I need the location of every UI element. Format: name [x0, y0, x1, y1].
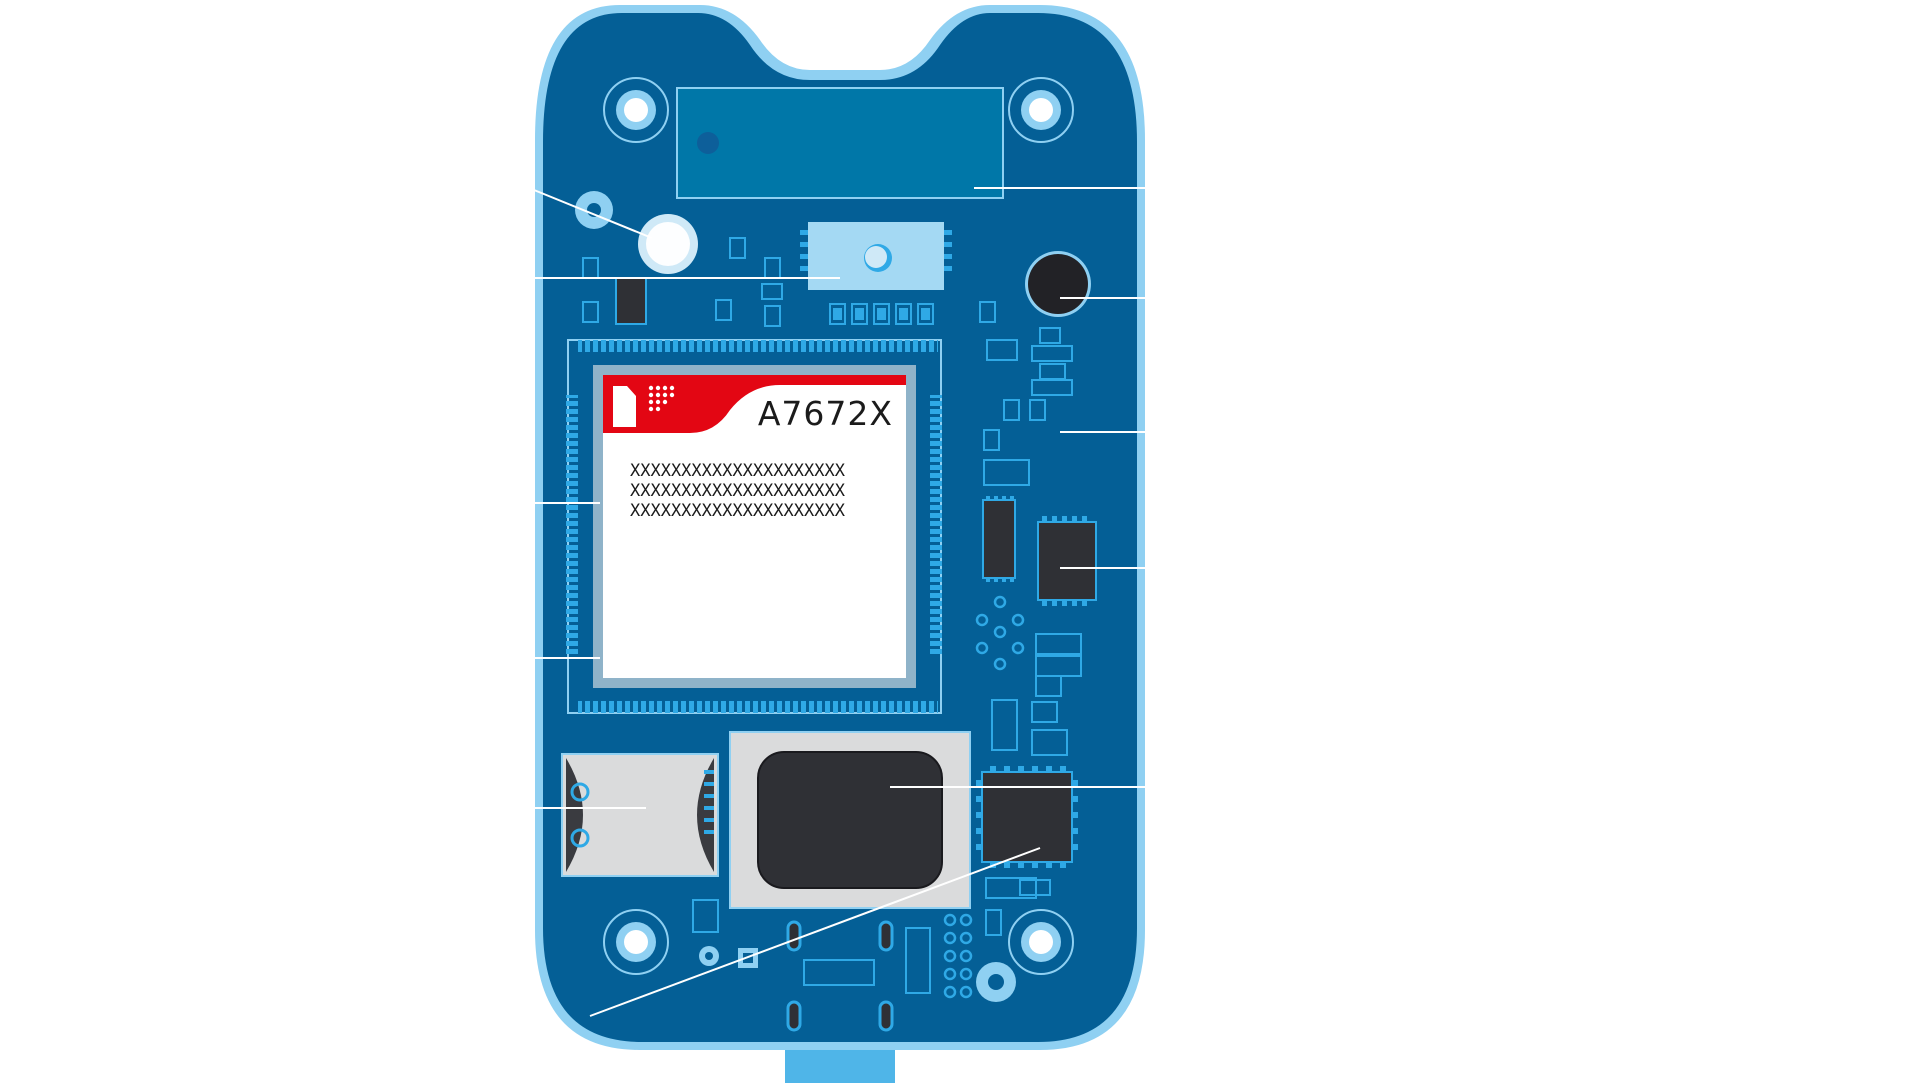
- via-cluster: [975, 595, 1025, 671]
- callout-lines: [533, 187, 1146, 1017]
- qfn-ic: [1037, 521, 1097, 601]
- mount-hole-icon: [603, 77, 669, 143]
- usb-connector-pads: [786, 920, 894, 1032]
- mount-hole-icon: [1008, 77, 1074, 143]
- mount-hole-icon: [603, 909, 669, 975]
- mount-hole-icon: [1008, 909, 1074, 975]
- module-brand-logo: [613, 385, 675, 427]
- module-pads-top: [566, 340, 942, 713]
- antenna-block: [676, 87, 1004, 199]
- sim-card-slot: [561, 753, 719, 877]
- antenna-feed-dot: [697, 132, 719, 154]
- qfn-ic-large: [981, 771, 1073, 863]
- usb-cable: [785, 1045, 895, 1083]
- module-serial-line-1: XXXXXXXXXXXXXXXXXXXXX: [630, 461, 846, 481]
- via-grid: [943, 913, 973, 999]
- passive-components: [582, 237, 1082, 994]
- module-brand-band: [603, 375, 906, 433]
- smd-ic-small: [982, 499, 1016, 579]
- module-model-label: A7672X: [758, 394, 893, 433]
- smd-ic: [615, 277, 647, 325]
- module-serial-line-2: XXXXXXXXXXXXXXXXXXXXX: [630, 481, 846, 501]
- module-serial-line-3: XXXXXXXXXXXXXXXXXXXXX: [630, 501, 846, 521]
